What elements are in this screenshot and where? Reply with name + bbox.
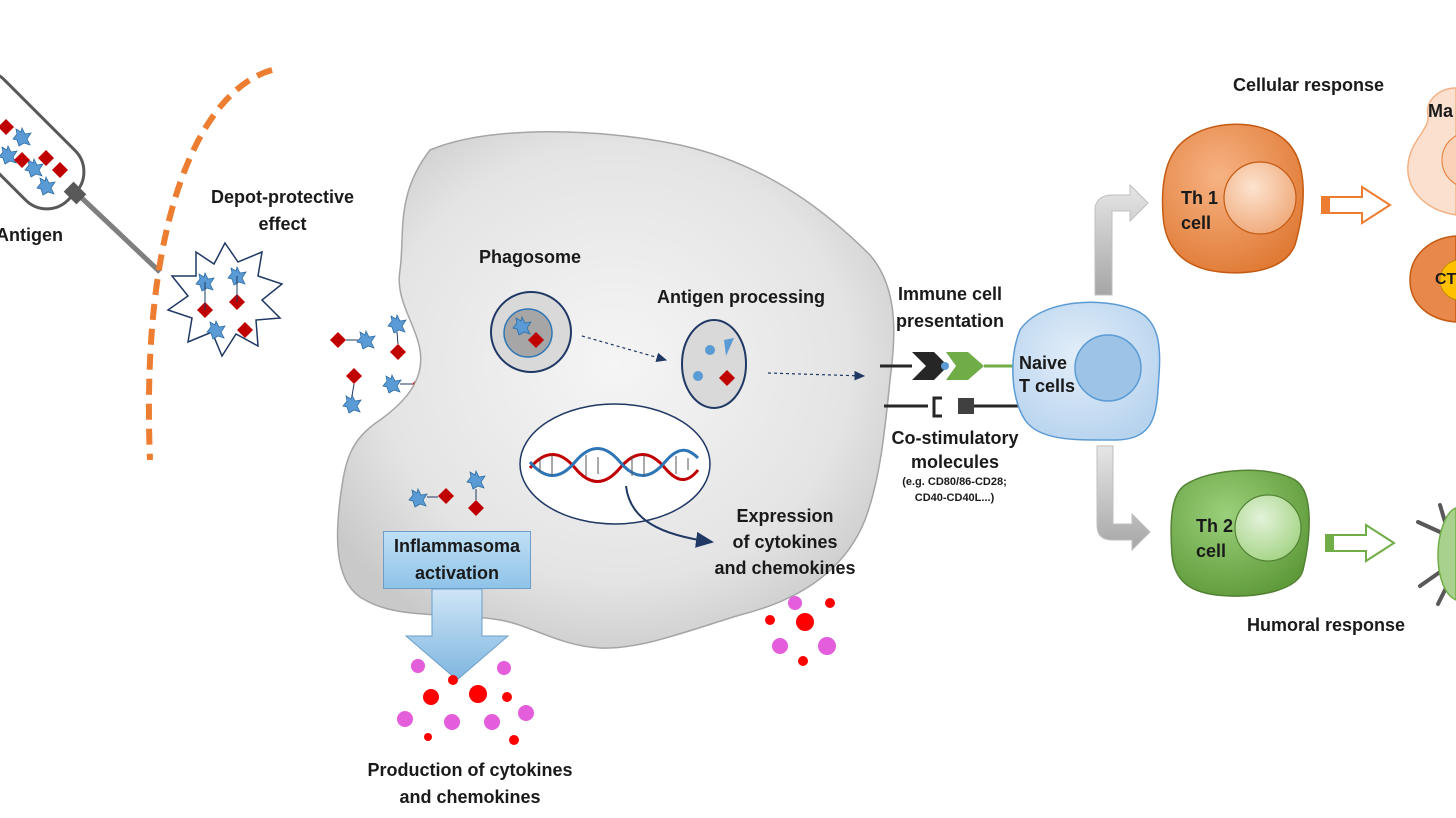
arrow-dna-to-expression <box>625 485 714 548</box>
cellular-response-label: Cellular response <box>1233 75 1385 95</box>
inflammasome-activation-box <box>383 531 531 589</box>
syringe-icon <box>0 69 162 274</box>
phagosome-icon <box>490 291 572 373</box>
production-line1: Production of cytokines <box>367 760 573 780</box>
naive-t-cell <box>1012 301 1161 441</box>
inflammasome-label: Inflammasoma activation <box>383 533 531 587</box>
antigen-processing-vesicle-icon <box>681 319 747 409</box>
antigen-presenting-cell <box>336 131 895 649</box>
th1-cell-label: Th 1 cell <box>1181 186 1218 236</box>
th2-line2: cell <box>1196 541 1227 562</box>
arrow-th1-to-effector <box>1321 185 1392 225</box>
naive-line2: T cells <box>1019 376 1076 397</box>
th1-line2: cell <box>1181 213 1212 234</box>
production-label: Production of cytokines and chemokines <box>340 757 600 811</box>
th2-cell <box>1170 469 1310 597</box>
ctl-partial-label: CT <box>1435 271 1456 288</box>
depot-effect-label: Depot-protective effect <box>195 184 370 238</box>
immune-presentation-line2: presentation <box>895 311 1005 331</box>
mhc-tcr-interaction-icon <box>880 352 1020 418</box>
immune-presentation-line1: Immune cell <box>897 284 1003 304</box>
macrophage-partial-label: Ma <box>1428 101 1454 121</box>
ctl-partial <box>1409 235 1456 323</box>
th2-line1: Th 2 <box>1196 516 1234 536</box>
expression-line3: and chemokines <box>714 558 856 579</box>
th1-line1: Th 1 <box>1181 188 1219 208</box>
arrow-th2-to-effector <box>1325 523 1396 563</box>
antigen-particles-inside <box>408 470 486 516</box>
depot-effect-line2: effect <box>258 214 307 234</box>
naive-t-cells-label: Naive T cells <box>1019 352 1075 399</box>
antigen-particles-outside <box>330 314 428 414</box>
arrow-processing-to-membrane <box>767 370 866 381</box>
antigen-processing-label: Antigen processing <box>657 287 826 307</box>
costimulatory-label: Co-stimulatory molecules <box>880 426 1030 475</box>
cytokines-expression <box>765 596 836 666</box>
naive-line1: Naive <box>1019 353 1068 373</box>
arrow-phagosome-to-processing <box>581 335 668 362</box>
phagosome-label: Phagosome <box>479 247 582 267</box>
costim-eg-line2: CD40-CD40L...) <box>914 491 995 504</box>
production-line2: and chemokines <box>399 787 541 807</box>
expression-line1: Expression <box>736 506 834 526</box>
costim-eg-line1: (e.g. CD80/86-CD28; <box>902 476 1007 488</box>
b-cell-partial <box>1416 503 1456 606</box>
cytokines-production <box>397 659 534 745</box>
inflammasome-line1: Inflammasoma <box>393 536 521 556</box>
arrow-to-th2 <box>1096 445 1151 552</box>
th1-cell <box>1161 123 1304 274</box>
expression-line2: of cytokines <box>732 532 838 553</box>
th2-cell-label: Th 2 cell <box>1196 514 1233 564</box>
macrophage-partial <box>1407 87 1456 216</box>
expression-label: Expression of cytokines and chemokines <box>700 503 870 581</box>
humoral-response-label: Humoral response <box>1247 615 1406 635</box>
antigen-label: Antigen <box>0 225 63 245</box>
costim-line1: Co-stimulatory <box>891 428 1019 448</box>
tissue-membrane <box>145 67 273 461</box>
inflammasome-down-arrow <box>404 588 510 681</box>
depot-particle-icon <box>166 241 284 358</box>
depot-effect-line1: Depot-protective <box>210 187 354 207</box>
costimulatory-examples: (e.g. CD80/86-CD28; CD40-CD40L...) <box>882 475 1027 507</box>
immune-presentation-label: Immune cell presentation <box>880 281 1020 335</box>
arrow-to-th1 <box>1094 183 1149 296</box>
costim-line2: molecules <box>910 452 1000 473</box>
dna-nucleus-icon <box>519 403 711 525</box>
inflammasome-line2: activation <box>414 563 500 583</box>
